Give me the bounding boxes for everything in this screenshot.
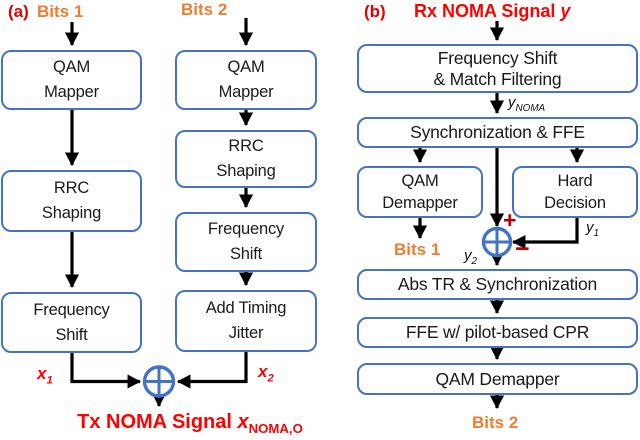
panel-a-arrows xyxy=(64,18,254,407)
panel-b-bits1-label: Bits 1 xyxy=(394,240,441,259)
block-qam-demapper-user1: QAM Demapper xyxy=(357,166,483,218)
block-label-line: Mapper xyxy=(218,83,274,101)
block-frequency-shift-user1: Frequency Shift xyxy=(1,292,142,353)
adder-minus-sign: − xyxy=(515,235,530,263)
signal-x1-sub: 1 xyxy=(46,374,53,387)
block-label-line: Add Timing xyxy=(205,299,287,318)
rx-noma-signal-label: Rx NOMA Signal y xyxy=(414,1,570,22)
signal-y2-sub: 2 xyxy=(471,256,478,267)
block-label-line: Synchronization & FFE xyxy=(410,122,585,142)
block-qam-demapper-user2: QAM Demapper xyxy=(357,363,638,395)
panel-a-bits1-label: Bits 1 xyxy=(37,2,84,21)
block-label-line: Frequency xyxy=(207,220,285,239)
adder-plus-sign: + xyxy=(503,207,517,233)
tx-noma-signal-label: Tx NOMA Signal xNOMA,O xyxy=(30,411,350,436)
block-label-line: & Match Filtering xyxy=(433,68,562,89)
panel-a-bits2-label: Bits 2 xyxy=(181,0,228,19)
signal-x1-label: x1 xyxy=(37,364,53,386)
block-label-line: QAM xyxy=(53,58,90,77)
block-qam-mapper-user2: QAM Mapper xyxy=(175,50,317,110)
panel-b-label: (b) xyxy=(364,2,386,21)
signal-y2-var: y xyxy=(464,247,472,264)
signal-ynoma-sub: NOMA xyxy=(515,103,546,114)
block-frequency-shift-user2: Frequency Shift xyxy=(175,212,317,272)
signal-x2-var: x xyxy=(258,362,268,381)
panel-a-label: (a) xyxy=(8,2,29,21)
block-label-line: Demapper xyxy=(382,194,458,212)
block-label-line: Hard xyxy=(557,171,593,190)
signal-y1-var: y xyxy=(586,219,594,236)
block-rrc-shaping-user1: RRC Shaping xyxy=(1,170,142,232)
block-label-line: Decision xyxy=(544,194,606,212)
block-label-line: Frequency xyxy=(33,300,110,319)
block-label-line: Shift xyxy=(229,245,263,263)
block-label-line: Shaping xyxy=(41,204,102,222)
block-label-line: QAM Demapper xyxy=(435,368,560,389)
signal-x1-var: x xyxy=(37,364,47,383)
block-label-line: Mapper xyxy=(44,83,99,101)
signal-ynoma-label: yNOMA xyxy=(508,94,545,114)
signal-y1-sub: 1 xyxy=(593,228,600,239)
block-label-line: Frequency Shift xyxy=(437,47,558,68)
adder-a-icon xyxy=(142,365,176,398)
signal-y1-label: y1 xyxy=(586,219,599,239)
block-freq-shift-match-filtering: Frequency Shift & Match Filtering xyxy=(357,44,638,93)
block-add-timing-jitter: Add Timing Jitter xyxy=(175,290,317,352)
panel-b-bits2-label: Bits 2 xyxy=(472,413,519,432)
tx-noma-signal-text: Tx NOMA Signal xyxy=(77,411,238,433)
block-qam-mapper-user1: QAM Mapper xyxy=(1,50,142,110)
adder-b-icon xyxy=(481,226,513,258)
block-label-line: QAM xyxy=(401,171,439,190)
tx-noma-signal-var: x xyxy=(237,411,249,433)
block-abs-tr-synchronization: Abs TR & Synchronization xyxy=(357,269,638,300)
signal-x2-label: x2 xyxy=(258,362,274,384)
signal-x2-sub: 2 xyxy=(267,372,274,385)
block-label-line: Abs TR & Synchronization xyxy=(397,274,598,294)
signal-ynoma-var: y xyxy=(508,94,516,111)
block-rrc-shaping-user2: RRC Shaping xyxy=(175,130,317,188)
block-label-line: FFE w/ pilot-based CPR xyxy=(405,322,590,342)
block-hard-decision: Hard Decision xyxy=(512,166,638,218)
block-label-line: Shaping xyxy=(216,162,276,180)
block-label-line: RRC xyxy=(53,179,90,198)
rx-noma-signal-text: Rx NOMA Signal xyxy=(414,1,561,21)
signal-y2-label: y2 xyxy=(464,247,477,267)
block-synchronization-ffe: Synchronization & FFE xyxy=(357,117,638,148)
block-label-line: Jitter xyxy=(228,324,264,342)
block-label-line: Shift xyxy=(55,325,88,344)
tx-noma-signal-sub: NOMA,O xyxy=(248,421,303,436)
block-label-line: RRC xyxy=(228,137,264,156)
block-ffe-pilot-cpr: FFE w/ pilot-based CPR xyxy=(357,317,638,348)
rx-noma-signal-var: y xyxy=(560,1,571,21)
panel-b-arrows xyxy=(412,21,585,409)
block-label-line: QAM xyxy=(227,58,265,77)
